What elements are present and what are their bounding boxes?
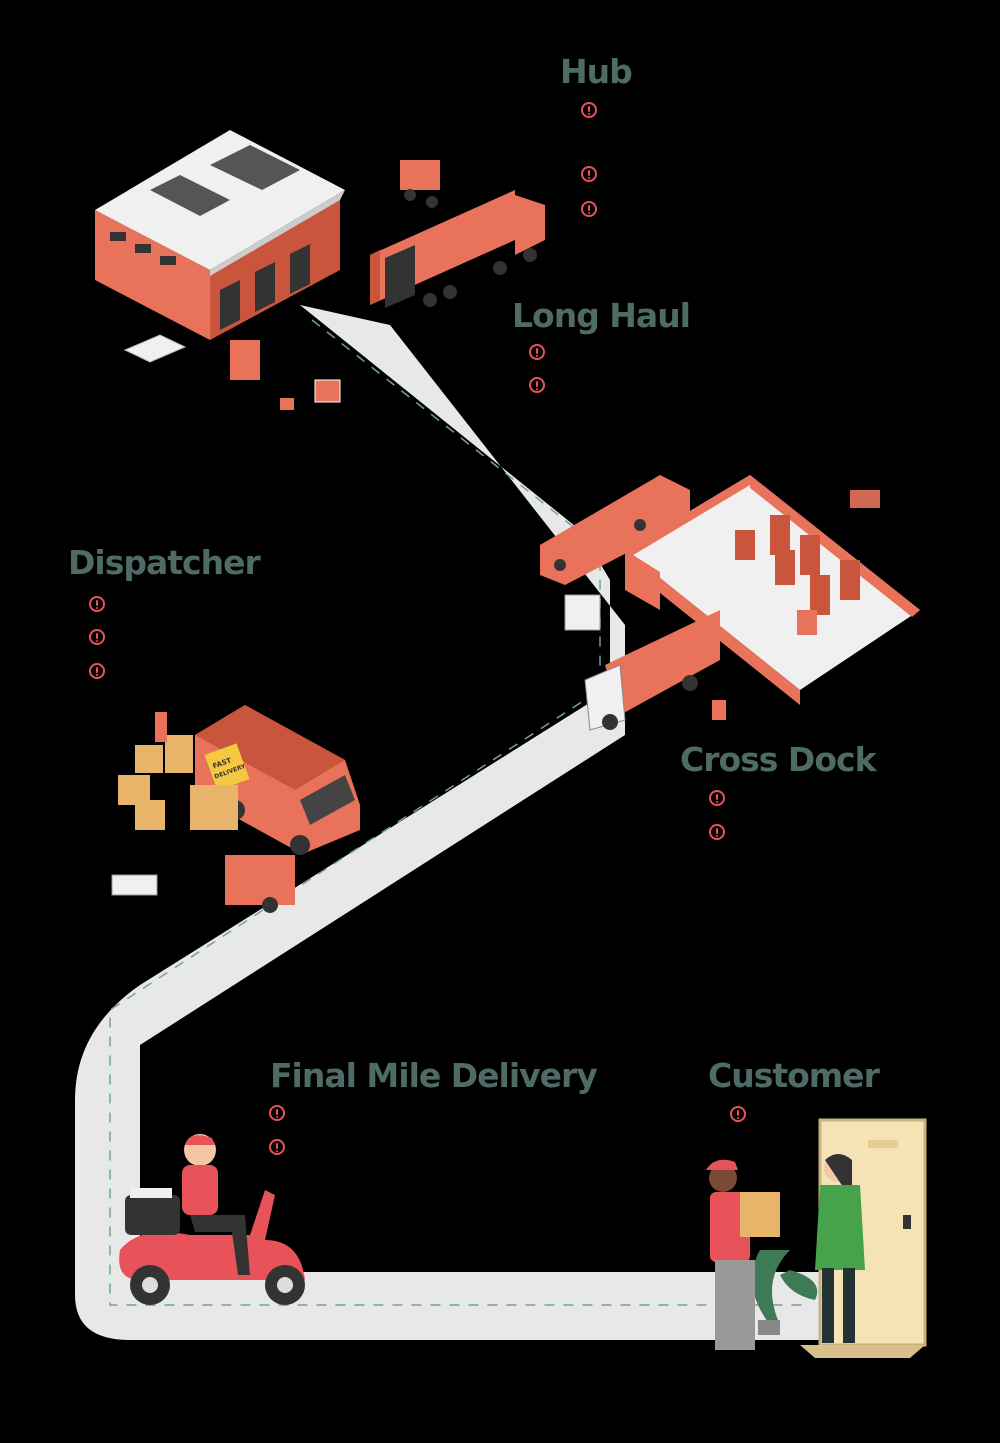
warehouse-icon: [95, 130, 345, 410]
alert-icon[interactable]: [581, 166, 597, 182]
alert-icon[interactable]: [89, 663, 105, 679]
alert-icon[interactable]: [709, 824, 725, 840]
alert-icon[interactable]: [269, 1139, 285, 1155]
alert-icon[interactable]: [709, 790, 725, 806]
alert-icon[interactable]: [269, 1105, 285, 1121]
alert-icon[interactable]: [581, 102, 597, 118]
stage-label-long-haul: Long Haul: [512, 296, 691, 335]
alert-icon[interactable]: [529, 344, 545, 360]
road: [75, 305, 820, 1340]
alert-icon[interactable]: [89, 596, 105, 612]
alert-icon[interactable]: [89, 629, 105, 645]
stage-label-customer: Customer: [708, 1056, 880, 1095]
alert-icon[interactable]: [581, 201, 597, 217]
van-icon: FAST DELIVERY: [111, 705, 360, 913]
stage-label-hub: Hub: [560, 52, 633, 91]
truck-icon: [370, 160, 545, 308]
scooter-icon: [119, 1134, 305, 1305]
stage-label-dispatcher: Dispatcher: [68, 543, 261, 582]
stage-label-final-mile: Final Mile Delivery: [270, 1056, 598, 1095]
alert-icon[interactable]: [730, 1106, 746, 1122]
stage-label-cross-dock: Cross Dock: [680, 740, 877, 779]
customer-handoff-illustration: [706, 1154, 865, 1350]
alert-icon[interactable]: [529, 377, 545, 393]
cross-dock-warehouse-icon: [540, 475, 920, 731]
